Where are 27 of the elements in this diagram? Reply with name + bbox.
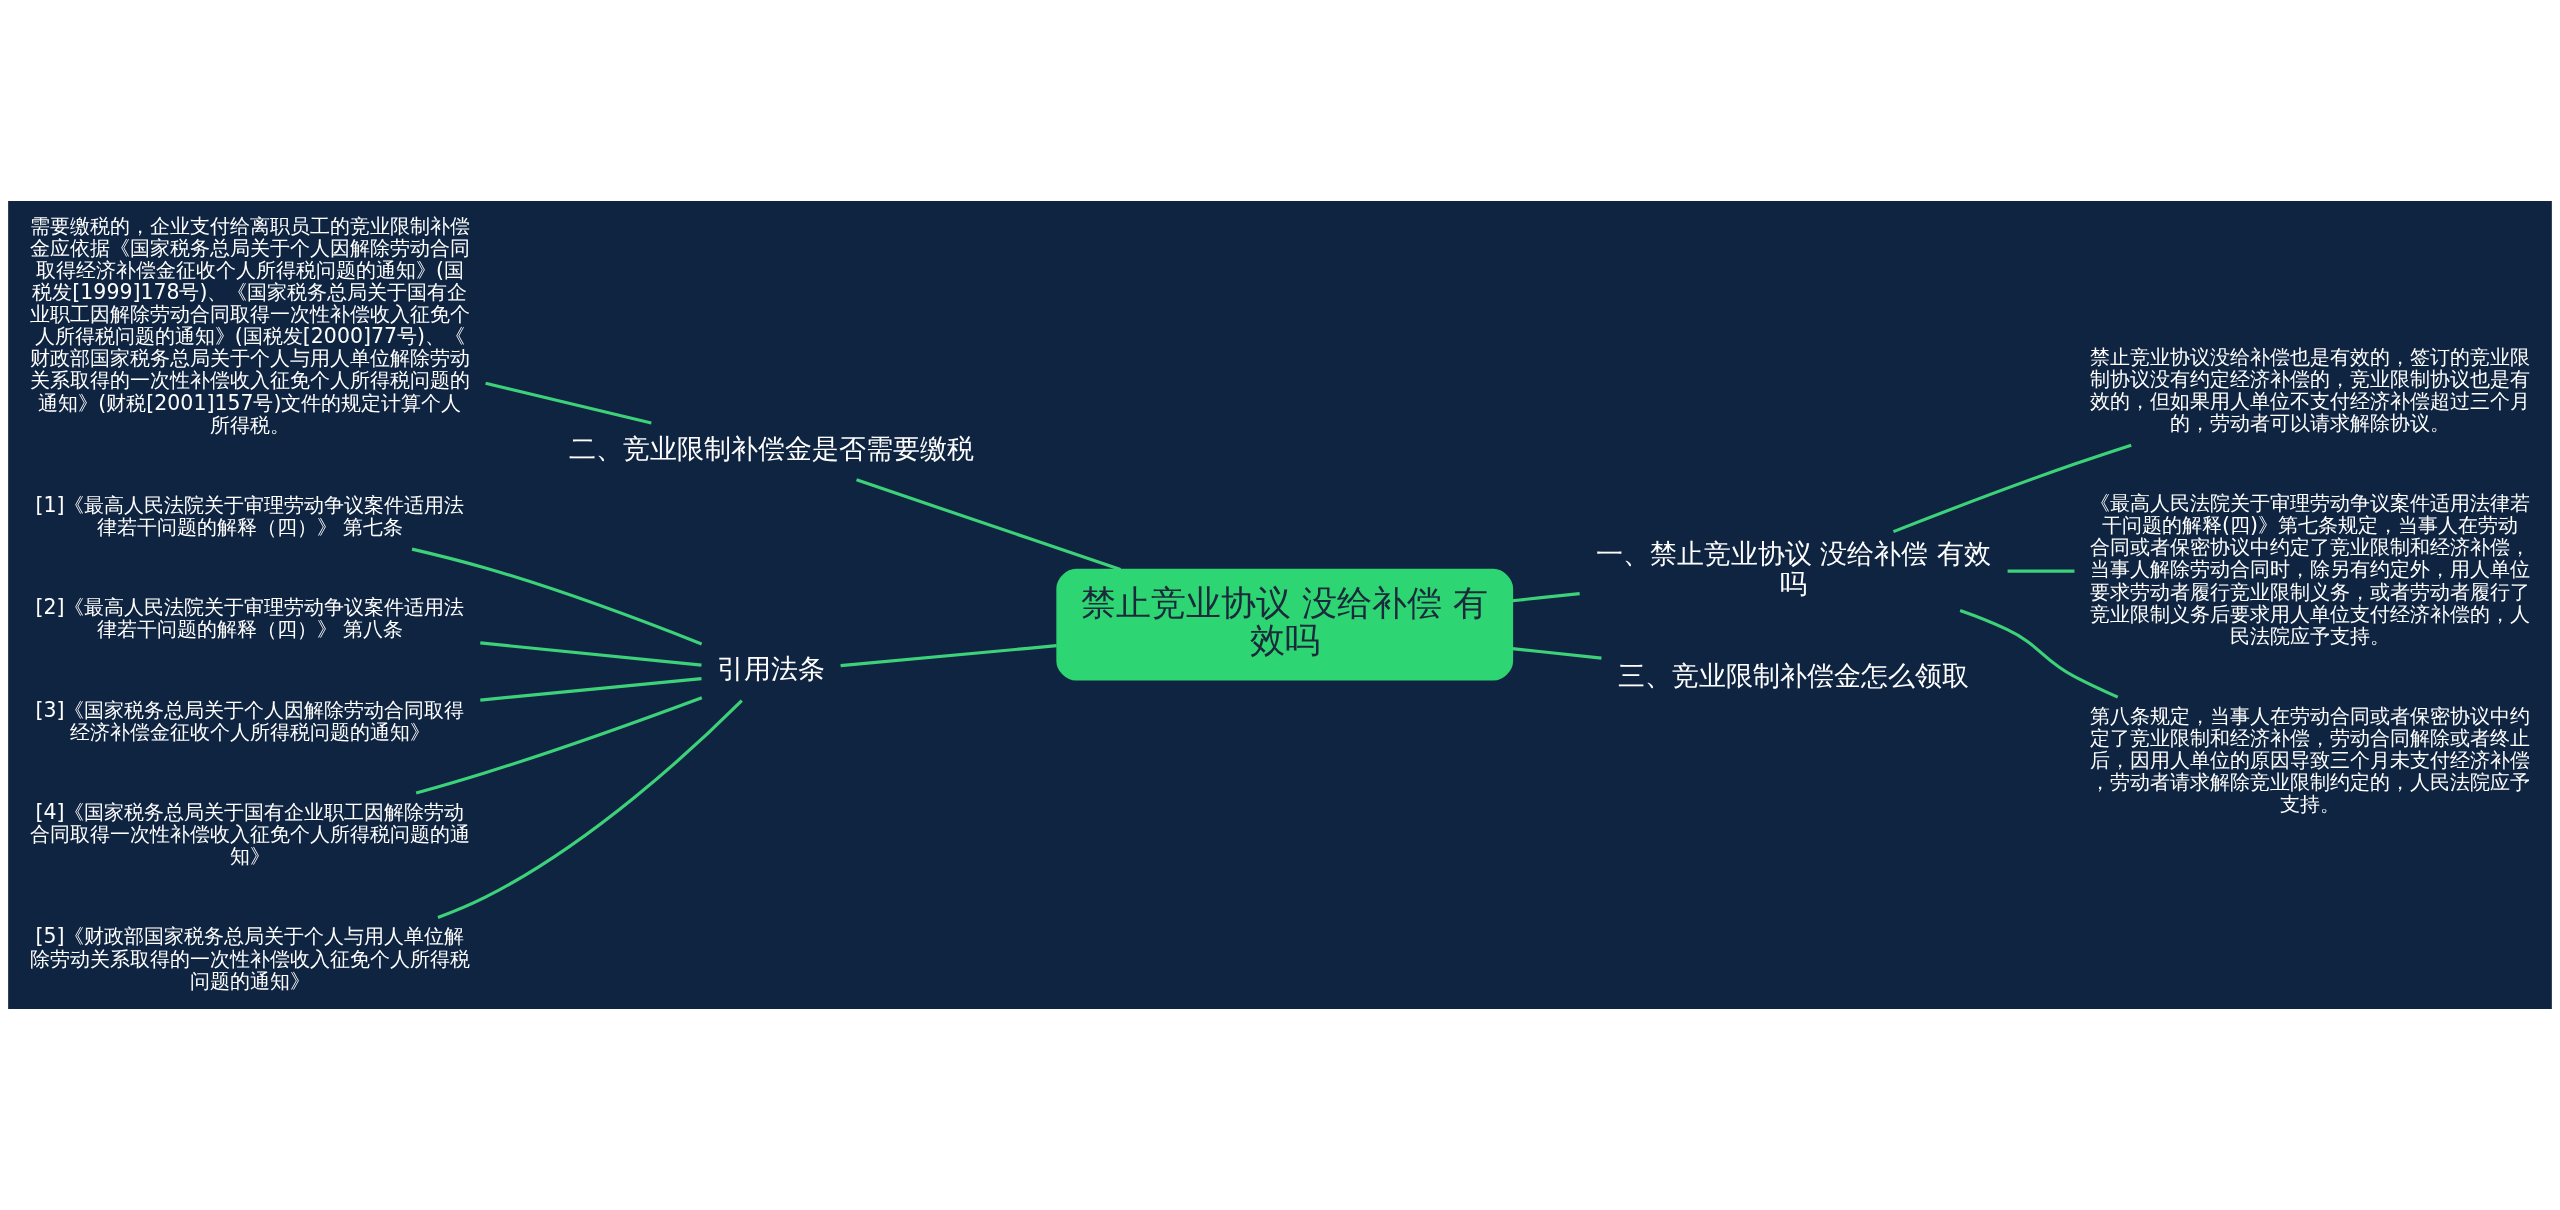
connector (1512, 592, 1580, 603)
node-text: 三、竞业限制补偿金怎么领取 (1617, 659, 1969, 691)
node-text: 二、竞业限制补偿金是否需要缴税 (568, 432, 974, 464)
connector (485, 381, 652, 425)
connector (480, 677, 702, 702)
connector (1959, 609, 2119, 699)
node-text: 引用法条 (717, 653, 826, 685)
node-text: [3]《国家税务总局关于个人因解除劳动合同取得经济补偿金征收个人所得税问题的通知》 (35, 697, 465, 744)
node-text: [1]《最高人民法院关于审理劳动争议案件适用法律若干问题的解释（四）》 第七条 (35, 492, 465, 539)
connector (2007, 569, 2075, 573)
connector (437, 699, 743, 919)
connector (415, 696, 703, 795)
connector (411, 547, 703, 646)
node-text: [5]《财政部国家税务总局关于个人与用人单位解除劳动关系取得的一次性补偿收入征免个人所得税问题的通知》 (29, 924, 470, 993)
connector (1892, 443, 2132, 534)
node-text: [2]《最高人民法院关于审理劳动争议案件适用法律若干问题的解释（四）》 第八条 (35, 595, 465, 642)
node-text: 一、禁止竞业协议 没给补偿 有效吗 (1595, 537, 1991, 599)
node-text: 需要缴税的，企业支付给离职员工的竞业限制补偿金应依据《国家税务总局关于个人因解除劳动合同取得经济补偿金征收个人所得税问题的通知》(国税发[1999]178号)、《国家税务总局关于国有企业职工因解除劳动合同取得一次性补偿收入征免个人所得税问题的通知》(国税发[2000]77号)、《财政部国家税务总局关于个人与用人单位解除劳动关系取得的一次性补偿收入征免个人所得税问题的通知》(财税[2001]157号)文件的规定计算个人所得税。 (29, 214, 470, 437)
connector (840, 644, 1057, 668)
connector (1512, 647, 1602, 660)
node-text: [4]《国家税务总局关于国有企业职工因解除劳动合同取得一次性补偿收入征免个人所得税问题的通知》 (29, 800, 470, 869)
node-text: 禁止竞业协议没给补偿也是有效的，签订的竞业限制协议没有约定经济补偿的，竞业限制协议也是有效的，但如果用人单位不支付经济补偿超过三个月的，劳动者可以请求解除协议。 (2090, 344, 2531, 436)
node-text: 第八条规定，当事人在劳动合同或者保密协议中约定了竞业限制和经济补偿，劳动合同解除或者终止后，因用人单位的原因导致三个月未支付经济补偿，劳动者请求解除竞业限制约定的，人民法院应予支持。 (2090, 703, 2531, 817)
connector (480, 641, 702, 667)
node-box: 禁止竞业协议 没给补偿 有效吗 (1056, 568, 1514, 681)
connector (856, 478, 1121, 571)
node-text: 《最高人民法院关于审理劳动争议案件适用法律若干问题的解释(四)》第七条规定，当事人在劳动合同或者保密协议中约定了竞业限制和经济补偿，当事人解除劳动合同时，除另有约定外，用人单位要求劳动者履行竞业限制义务，或者劳动者履行了竞业限制义务后要求用人单位支付经济补偿的，人民法院应予支持。 (2090, 491, 2531, 648)
